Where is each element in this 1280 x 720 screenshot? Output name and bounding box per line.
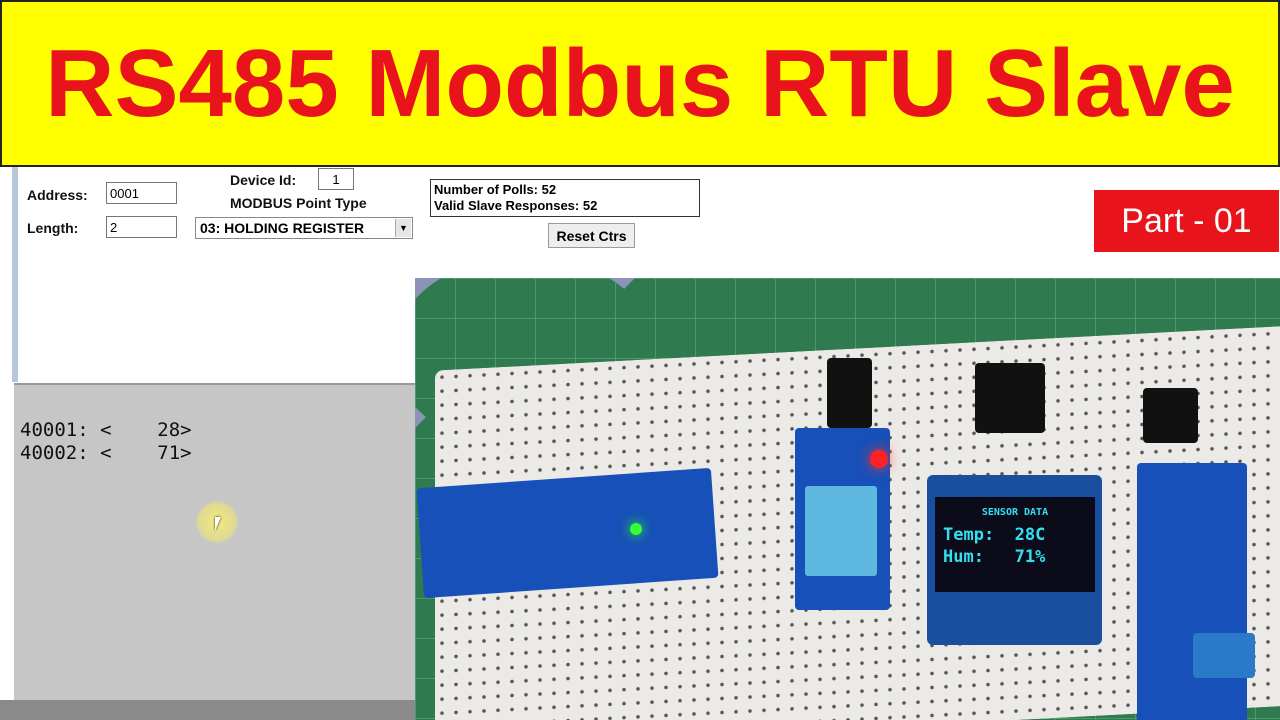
cursor-arrow-icon (215, 517, 221, 531)
address-input[interactable] (106, 182, 177, 204)
device-id-label: Device Id: (230, 172, 297, 188)
point-type-select[interactable]: 03: HOLDING REGISTER ▼ (195, 217, 413, 239)
dht11-sensor-board (795, 428, 890, 610)
point-type-value: 03: HOLDING REGISTER (200, 220, 365, 236)
jumper-header (1143, 388, 1198, 443)
chevron-down-icon[interactable]: ▼ (395, 219, 411, 237)
power-led (630, 523, 642, 535)
length-label: Length: (27, 220, 79, 236)
address-label: Address: (27, 187, 88, 203)
oled-hum: Hum: 71% (943, 547, 1046, 567)
oled-title: SENSOR DATA (981, 507, 1049, 518)
register-values: 40001: < 28> 40002: < 71> (20, 419, 192, 464)
polls-count: Number of Polls: 52 (434, 182, 557, 197)
jumper-header (975, 363, 1045, 433)
length-input[interactable] (106, 216, 177, 238)
rs485-module (1137, 463, 1247, 720)
oled-temp: Temp: 28C (943, 525, 1046, 545)
point-type-label: MODBUS Point Type (230, 195, 367, 211)
screw-terminal (1193, 633, 1255, 678)
window-edge (12, 167, 18, 382)
red-led (870, 450, 888, 468)
device-id-input[interactable] (318, 168, 354, 190)
banner-title: RS485 Modbus RTU Slave (45, 29, 1235, 137)
valid-responses: Valid Slave Responses: 52 (434, 198, 598, 213)
reset-counters-button[interactable]: Reset Ctrs (548, 223, 635, 248)
arduino-nano (416, 467, 719, 599)
title-banner: RS485 Modbus RTU Slave (0, 0, 1280, 167)
part-badge: Part - 01 (1094, 190, 1279, 252)
status-strip (0, 700, 415, 720)
jumper-header (827, 358, 872, 428)
register-display: 40001: < 28> 40002: < 71> (14, 383, 415, 700)
